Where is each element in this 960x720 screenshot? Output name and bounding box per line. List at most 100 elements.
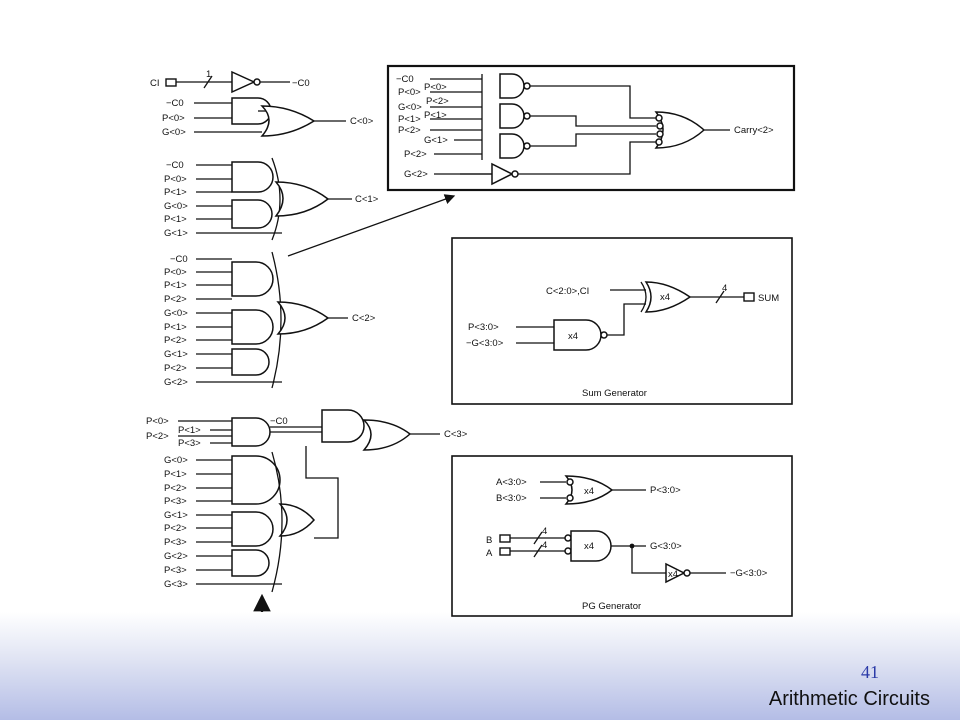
- c0-out-label: C<0>: [350, 116, 374, 127]
- c2-in-label: P<2>: [164, 294, 187, 305]
- c3-in-label: P<2>: [146, 431, 169, 442]
- c3-in-label: P<0>: [146, 416, 169, 427]
- and-gate-icon: [231, 417, 271, 447]
- pg-b-bus-label: B<3:0>: [496, 493, 527, 504]
- pg-g-out-label: G<3:0>: [650, 541, 682, 552]
- and-gate-icon: [499, 133, 525, 159]
- inverter-icon: [491, 162, 514, 186]
- sum-bus-width: 4: [722, 283, 727, 294]
- c2-in-label: P<1>: [164, 322, 187, 333]
- sum-generator-box: C<2:0>,CI x4 4 SUM P<3:0> −G<3:0> x4 Sum…: [451, 237, 793, 405]
- or-gate-icon: [362, 419, 412, 451]
- c1-block: −C0 P<0> P<1> G<0> P<1> G<1> C<1>: [164, 157, 379, 241]
- c1-in-label: P<1>: [164, 187, 187, 198]
- pg-b-label: B: [486, 535, 492, 546]
- input-port-icon: [499, 534, 511, 543]
- c2-block: −C0 P<0> P<1> P<2> G<0> P<1> P<2> G<1> P…: [164, 194, 456, 389]
- or-gate-icon: [564, 475, 614, 505]
- c3-in-label: P<3>: [178, 438, 201, 449]
- inverter-icon: [665, 562, 686, 584]
- and-gate-icon: [231, 348, 270, 376]
- c1-in-label: G<0>: [164, 201, 188, 212]
- pg-p-out-label: P<3:0>: [650, 485, 681, 496]
- c3-in-label: G<1>: [164, 510, 188, 521]
- and-gate-icon: [231, 309, 274, 345]
- c2-in-label: P<2>: [164, 363, 187, 374]
- c0-in-label: G<0>: [162, 127, 186, 138]
- pg-bus-width: 4: [542, 540, 547, 551]
- footer-band: [0, 612, 960, 720]
- c2-in-label: P<1>: [164, 280, 187, 291]
- c2-out-label: C<2>: [352, 313, 376, 324]
- sum-gate-label: x4: [660, 292, 670, 303]
- c3-in-label: P<1>: [178, 425, 201, 436]
- or-gate-icon: [654, 111, 706, 149]
- page-number: 41: [861, 662, 879, 682]
- and-gate-icon: [321, 409, 365, 443]
- or-gate-icon: [278, 503, 315, 537]
- sum-caption: Sum Generator: [582, 388, 647, 399]
- c1-in-label: −C0: [166, 160, 184, 171]
- carry-in-label: P<0>: [398, 87, 421, 98]
- c3-in-label: P<1>: [164, 469, 187, 480]
- input-port-icon: [165, 78, 177, 87]
- c3-in-label: P<3>: [164, 537, 187, 548]
- c2-in-label: −C0: [170, 254, 188, 265]
- carry-in-label: G<0>: [398, 102, 422, 113]
- c2-in-label: G<0>: [164, 308, 188, 319]
- and-gate-icon: [231, 511, 274, 547]
- or-gate-icon: [276, 301, 330, 335]
- sum-p-label: P<3:0>: [468, 322, 499, 333]
- or-gate-icon: [274, 181, 330, 217]
- sum-carry-label: C<2:0>,CI: [546, 286, 589, 297]
- carry-in-label: P<2>: [398, 125, 421, 136]
- pg-a-label: A: [486, 548, 493, 559]
- sum-out-label: SUM: [758, 293, 779, 304]
- c1-in-label: G<1>: [164, 228, 188, 239]
- sum-gate-label: x4: [568, 331, 578, 342]
- pg-gate-label: x4: [584, 541, 594, 552]
- carry-in-label: G<1>: [424, 135, 448, 146]
- xor-gate-icon: [644, 281, 692, 313]
- c1-in-label: P<1>: [164, 214, 187, 225]
- carry-box: −C0 P<0> G<0> P<1> P<2> P<2> G<2> P<0> P…: [386, 64, 796, 192]
- pg-caption: PG Generator: [582, 601, 641, 612]
- carry-out-label: Carry<2>: [734, 125, 774, 136]
- c3-in-label: P<3>: [164, 496, 187, 507]
- carry-in-label: P<0>: [424, 82, 447, 93]
- pg-gate-label: x4: [584, 486, 594, 497]
- pg-bus-width: 4: [542, 526, 547, 537]
- circuit-diagram: CI 1 −C0 −C0 P<0> G<0> C<0> −C0: [146, 64, 796, 617]
- and-gate-icon: [231, 199, 273, 229]
- inverter-icon: [231, 70, 256, 94]
- c3-in-label: P<2>: [164, 483, 187, 494]
- c3-in-label: G<0>: [164, 455, 188, 466]
- and-gate-icon: [231, 161, 274, 193]
- and-gate-icon: [570, 530, 612, 562]
- slide-footer-title: Arithmetic Circuits: [768, 688, 930, 710]
- pg-gate-label: x4: [668, 569, 678, 580]
- output-port-icon: [743, 292, 755, 302]
- pg-a-bus-label: A<3:0>: [496, 477, 527, 488]
- c0-in-label: −C0: [166, 98, 184, 109]
- ci-label: CI: [150, 78, 160, 89]
- c2-in-label: G<2>: [164, 377, 188, 388]
- and-gate-icon: [231, 261, 274, 297]
- c0-block: −C0 P<0> G<0> C<0>: [162, 97, 374, 138]
- c3-c0-label: −C0: [270, 416, 288, 427]
- c3-in-label: P<3>: [164, 565, 187, 576]
- c3-in-label: P<2>: [164, 523, 187, 534]
- carry-in-label: P<2>: [426, 96, 449, 107]
- or-gate-icon: [260, 105, 316, 137]
- input-port-icon: [499, 547, 511, 556]
- c3-block: P<0> P<1> P<2> P<3> −C0 C<3> G<0> P<1> P…: [146, 409, 468, 612]
- c2-in-label: P<0>: [164, 267, 187, 278]
- ci-inverter-block: CI 1 −C0: [150, 69, 310, 94]
- and-gate-icon: [499, 103, 525, 129]
- c2-in-label: P<2>: [164, 335, 187, 346]
- zoom-arrow: [287, 194, 456, 257]
- carry-in-label: G<2>: [404, 169, 428, 180]
- ci-bus-width: 1: [206, 69, 211, 80]
- carry-in-label: −C0: [396, 74, 414, 85]
- and-gate-icon: [231, 549, 270, 577]
